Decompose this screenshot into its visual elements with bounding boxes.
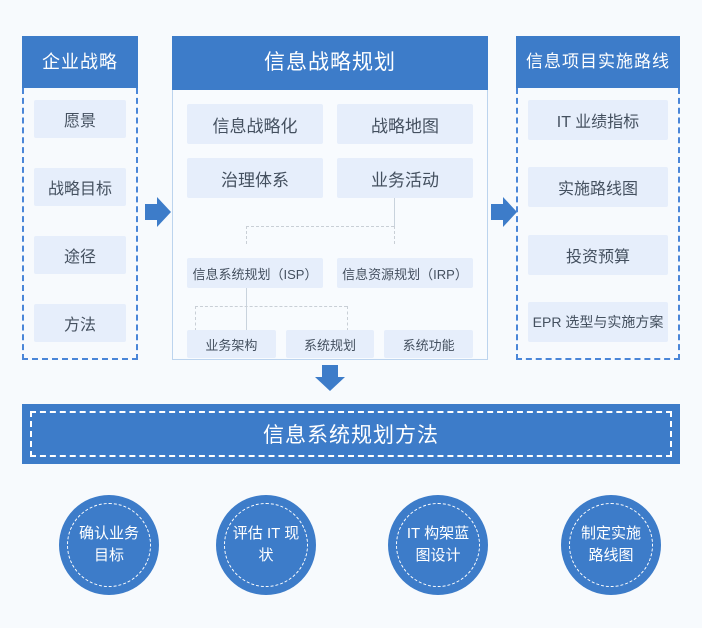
arrow-shaft [491,204,504,220]
chip-right-3[interactable]: 投资预算 [528,234,668,275]
chip-left-2[interactable]: 战略目标 [34,168,126,206]
arrow-head [315,377,345,391]
chip-right-1[interactable]: IT 业绩指标 [528,100,668,140]
step-circle-3-label: IT 构架蓝图设计 [396,503,480,587]
step-circle-3[interactable]: IT 构架蓝图设计 [388,495,488,595]
step-circle-4-label: 制定实施路线图 [569,503,653,587]
column-information-strategy-planning: 信息战略规划 信息战略化 战略地图 治理体系 业务活动 信息系统规划（ISP） … [172,36,488,360]
arrow-head [503,197,517,227]
connector-stem-business-activity [394,198,395,226]
center-row-2: 治理体系 业务活动 [187,158,473,198]
column-right-body: IT 业绩指标 实施路线图 投资预算 EPR 选型与实施方案 [516,88,680,360]
chip-left-4[interactable]: 方法 [34,304,126,342]
step-circle-2-label: 评估 IT 现状 [224,503,308,587]
connector-drop-irp [394,226,395,244]
arrow-right-icon-left-to-center [145,197,171,227]
column-left-title: 企业战略 [22,36,138,88]
chip-center-governance[interactable]: 治理体系 [187,158,323,198]
connector-stem-isp [246,288,247,332]
column-right-title: 信息项目实施路线 [516,36,680,88]
arrow-shaft [145,204,158,220]
center-row-sub: 业务架构 系统规划 系统功能 [187,330,474,358]
step-circle-1[interactable]: 确认业务目标 [59,495,159,595]
step-circle-4[interactable]: 制定实施路线图 [561,495,661,595]
arrow-shaft [322,365,338,378]
chip-right-4[interactable]: EPR 选型与实施方案 [528,301,668,342]
chip-right-2[interactable]: 实施路线图 [528,167,668,208]
connector-drop-system-function [347,306,348,331]
arrow-head [157,197,171,227]
arrow-down-icon-center-to-banner [315,365,345,395]
chip-center-irp[interactable]: 信息资源规划（IRP） [337,258,473,288]
column-center-body: 信息战略化 战略地图 治理体系 业务活动 信息系统规划（ISP） 信息资源规划（… [172,90,488,360]
banner-planning-method: 信息系统规划方法 [22,404,680,464]
column-enterprise-strategy: 企业战略 愿景 战略目标 途径 方法 [22,36,138,360]
chip-left-1[interactable]: 愿景 [34,100,126,138]
center-row-isp-irp: 信息系统规划（ISP） 信息资源规划（IRP） [187,258,473,288]
chip-center-business-architecture[interactable]: 业务架构 [187,330,276,358]
chip-center-informatization[interactable]: 信息战略化 [187,104,323,144]
banner-title: 信息系统规划方法 [30,411,672,457]
step-circle-1-label: 确认业务目标 [67,503,151,587]
arrow-right-icon-center-to-right [491,197,517,227]
center-row-1: 信息战略化 战略地图 [187,104,473,144]
connector-drop-isp [246,226,247,244]
column-left-body: 愿景 战略目标 途径 方法 [22,88,138,360]
column-it-project-roadmap: 信息项目实施路线 IT 业绩指标 实施路线图 投资预算 EPR 选型与实施方案 [516,36,680,360]
connector-bar-sub [195,306,347,307]
column-center-title: 信息战略规划 [172,36,488,90]
connector-bar-isp-irp [246,226,394,227]
chip-center-system-function[interactable]: 系统功能 [384,330,474,358]
chip-center-isp[interactable]: 信息系统规划（ISP） [187,258,323,288]
chip-center-strategy-map[interactable]: 战略地图 [337,104,473,144]
connector-drop-business-architecture [195,306,196,331]
chip-left-3[interactable]: 途径 [34,236,126,274]
chip-center-system-planning[interactable]: 系统规划 [285,330,375,358]
chip-center-business-activity[interactable]: 业务活动 [337,158,473,198]
step-circle-2[interactable]: 评估 IT 现状 [216,495,316,595]
